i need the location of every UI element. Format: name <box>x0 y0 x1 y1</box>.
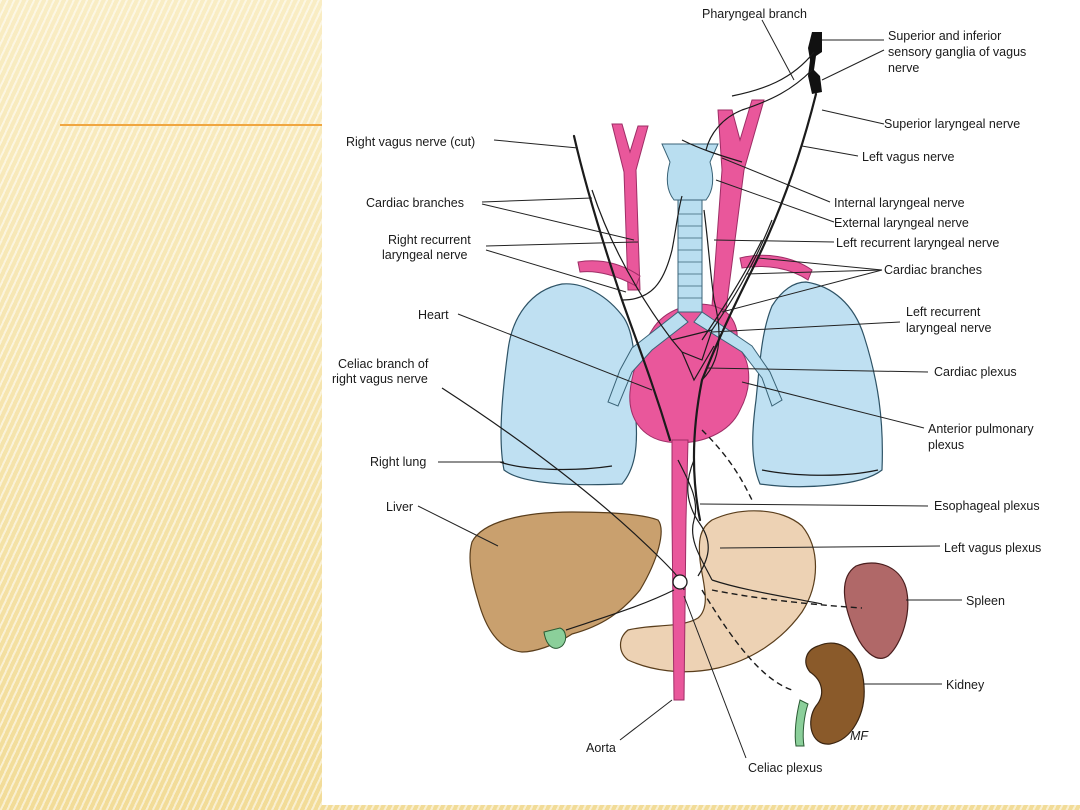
label-cardiac-plexus: Cardiac plexus <box>934 365 1017 379</box>
right-lung <box>500 283 638 486</box>
label-aorta: Aorta <box>586 741 616 755</box>
label-left-recurrent-2: Left recurrent laryngeal nerve <box>906 305 992 335</box>
left-carotid-artery <box>711 99 765 311</box>
label-internal-laryngeal: Internal laryngeal nerve <box>834 196 965 210</box>
label-spleen: Spleen <box>966 594 1005 608</box>
label-celiac-plexus: Celiac plexus <box>748 761 822 775</box>
label-left-vagus: Left vagus nerve <box>862 150 954 164</box>
label-pharyngeal-branch: Pharyngeal branch <box>702 7 807 21</box>
kidney <box>805 642 865 745</box>
label-cardiac-branches-left: Cardiac branches <box>366 196 464 210</box>
vagal-ganglia <box>808 32 822 94</box>
leader-lines <box>417 19 962 759</box>
aorta <box>671 439 689 701</box>
larynx <box>661 143 719 201</box>
artist-signature: MF <box>850 729 869 743</box>
label-cardiac-branches-right: Cardiac branches <box>884 263 982 277</box>
diagram-panel: Pharyngeal branch Superior and inferior … <box>322 0 1080 805</box>
label-anterior-pulmonary: Anterior pulmonary plexus <box>928 422 1037 452</box>
right-vagus-nerve <box>572 134 672 442</box>
spleen <box>843 562 909 659</box>
label-liver: Liver <box>386 500 413 514</box>
label-celiac-branch: Celiac branch of right vagus nerve <box>332 357 432 386</box>
vagus-nerve-diagram: Pharyngeal branch Superior and inferior … <box>332 7 1041 775</box>
right-carotid-artery <box>611 123 649 291</box>
label-left-recurrent-1: Left recurrent laryngeal nerve <box>836 236 999 250</box>
gallbladder <box>543 627 567 649</box>
label-esophageal-plexus: Esophageal plexus <box>934 499 1040 513</box>
label-right-lung: Right lung <box>370 455 426 469</box>
accent-rule <box>60 124 322 126</box>
left-vagus-nerve <box>692 92 818 522</box>
label-sensory-ganglia: Superior and inferior sensory ganglia of… <box>888 29 1030 75</box>
label-heart: Heart <box>418 308 449 322</box>
ureter <box>794 699 809 747</box>
stomach <box>619 510 817 673</box>
label-right-recurrent: Right recurrent laryngeal nerve <box>382 233 474 262</box>
label-external-laryngeal: External laryngeal nerve <box>834 216 969 230</box>
label-kidney: Kidney <box>946 678 985 692</box>
left-lung <box>752 281 883 488</box>
label-superior-laryngeal: Superior laryngeal nerve <box>884 117 1020 131</box>
trachea <box>677 199 703 313</box>
cardiac-plexus-network <box>670 329 715 382</box>
label-right-vagus-cut: Right vagus nerve (cut) <box>346 135 475 149</box>
celiac-plexus-knot <box>672 574 688 590</box>
label-left-vagus-plexus: Left vagus plexus <box>944 541 1041 555</box>
liver <box>469 511 662 653</box>
